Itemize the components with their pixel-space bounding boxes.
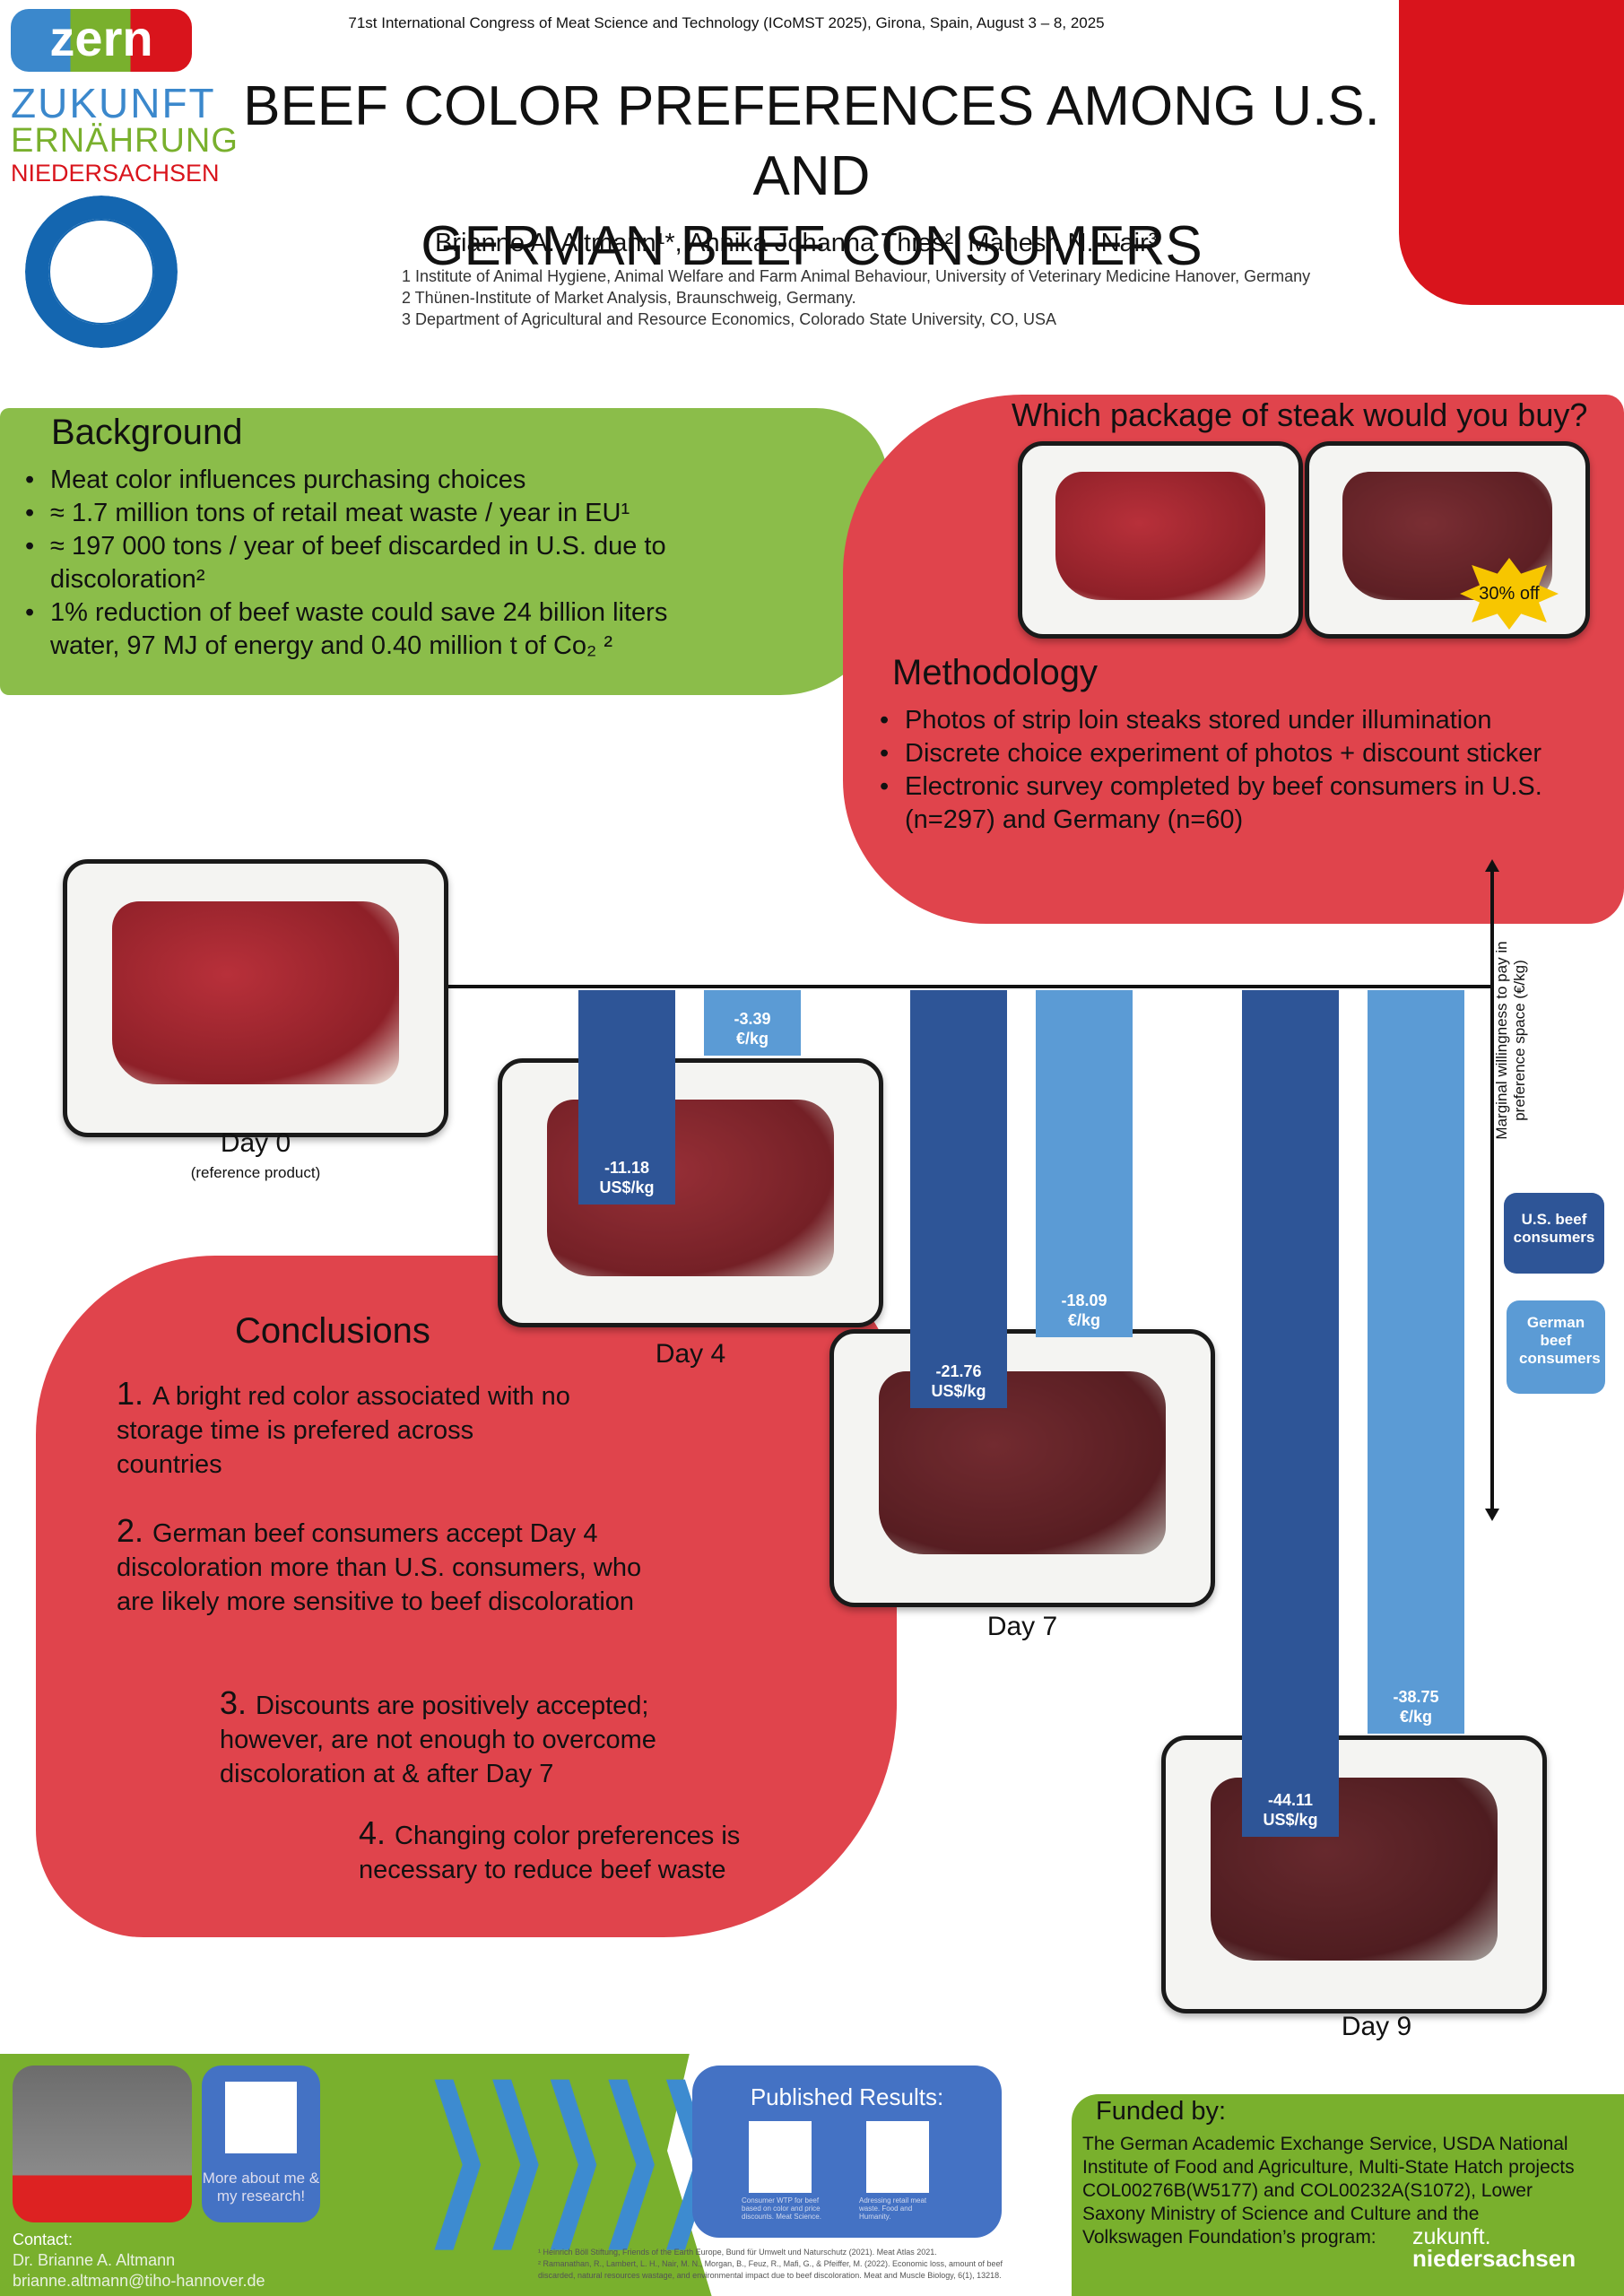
qr-code-paper-1[interactable]	[749, 2121, 812, 2193]
page-title: BEEF COLOR PREFERENCES AMONG U.S. AND GE…	[206, 72, 1417, 282]
bar-value-label: -38.75€/kg	[1393, 1688, 1439, 1726]
methodology-section: Methodology Photos of strip loin steaks …	[874, 653, 1592, 837]
authors: Brianne A. Altmann¹*, Annika Johanna Thi…	[435, 229, 1158, 257]
footer-green-right	[1072, 2094, 1624, 2296]
background-section: Background Meat color influences purchas…	[20, 413, 737, 663]
conclusion-1: 1. A bright red color associated with no…	[117, 1375, 570, 1480]
background-item: 1% reduction of beef waste could save 24…	[20, 596, 737, 663]
background-item: ≈ 197 000 tons / year of beef discarded …	[20, 530, 737, 596]
legend-us: U.S. beef consumers	[1504, 1193, 1604, 1274]
affiliations: 1 Institute of Animal Hygiene, Animal We…	[402, 265, 1310, 330]
question-heading: Which package of steak would you buy?	[1012, 396, 1588, 433]
bar-us-day-4	[578, 990, 675, 1205]
logo-zukunft: zukunft.	[1412, 2224, 1491, 2249]
background-item: Meat color influences purchasing choices	[20, 464, 737, 497]
conclusion-4: 4. Changing color preferences is necessa…	[359, 1814, 741, 1885]
steak-photo-option-a	[1018, 441, 1303, 639]
steak-photo-day-0	[63, 859, 448, 1137]
day-7-label: Day 7	[986, 1612, 1058, 1641]
contact-email[interactable]: brianne.altmann@tiho-hannover.de	[13, 2272, 265, 2290]
author-photo	[13, 2066, 192, 2222]
steak-photo-day-9	[1161, 1735, 1547, 2013]
affiliation-1: 1 Institute of Animal Hygiene, Animal We…	[402, 267, 1311, 285]
bar-de-day-7	[1036, 990, 1133, 1338]
zern-logo: zern	[11, 9, 192, 72]
methodology-item: Discrete choice experiment of photos + d…	[874, 737, 1592, 770]
published-results-card: Published Results: Consumer WTP for beef…	[692, 2066, 1002, 2238]
bar-us-day-7	[910, 990, 1007, 1408]
methodology-item: Photos of strip loin steaks stored under…	[874, 704, 1592, 737]
funded-heading: Funded by:	[1096, 2097, 1227, 2126]
day-9-label: Day 9	[1341, 2012, 1412, 2041]
bar-de-day-9	[1368, 990, 1464, 1735]
affiliation-2: 2 Thünen-Institute of Market Analysis, B…	[402, 289, 856, 307]
conclusion-text: A bright red color associated with no st…	[117, 1382, 570, 1479]
qr-caption-2: Adressing retail meat waste. Food and Hu…	[859, 2196, 927, 2221]
zukunft-niedersachsen-logo: zukunft. niedersachsen	[1412, 2224, 1576, 2272]
conclusion-text: German beef consumers accept Day 4 disco…	[117, 1519, 642, 1616]
day-4-label: Day 4	[655, 1339, 726, 1369]
background-item: ≈ 1.7 million tons of retail meat waste …	[20, 497, 737, 530]
published-heading: Published Results:	[750, 2083, 944, 2110]
methodology-heading: Methodology	[892, 653, 1099, 692]
logo-niedersachsen: niedersachsen	[1412, 2245, 1576, 2272]
qr-code-profile[interactable]	[225, 2082, 297, 2153]
contact-label: Contact:	[13, 2231, 74, 2248]
contact-name: Dr. Brianne A. Altmann	[13, 2251, 176, 2269]
conclusion-3: 3. Discounts are positively accepted; ho…	[220, 1684, 656, 1789]
day-0-label: Day 0	[220, 1128, 291, 1158]
steak-photo-day-4	[498, 1058, 883, 1327]
bar-us-day-9	[1242, 990, 1339, 1837]
y-axis-arrow-up-icon	[1485, 859, 1499, 872]
footnote-1: ¹ Heinrich Böll Stiftung, Friends of the…	[538, 2248, 937, 2257]
more-about-card[interactable]: More about me & my research!	[202, 2066, 320, 2222]
chevrons-icon: ❯❯❯❯❯	[421, 2056, 725, 2246]
funded-text: The German Academic Exchange Service, US…	[1082, 2134, 1575, 2248]
bar-value-label: -3.39€/kg	[734, 1009, 771, 1048]
y-axis-arrow-down-icon	[1485, 1509, 1499, 1521]
y-axis-line	[1490, 870, 1494, 1511]
steak-photo-day-7	[829, 1329, 1215, 1607]
methodology-item: Electronic survey completed by beef cons…	[874, 770, 1592, 837]
background-heading: Background	[51, 413, 243, 452]
zukunft-logo-text: ZUKUNFT	[11, 80, 216, 126]
title-line-2: GERMAN BEEF CONSUMERS	[421, 215, 1203, 277]
ernaehrung-logo-text: ERNÄHRUNG	[11, 122, 239, 160]
steak-photo-option-b	[1305, 441, 1590, 639]
qr-caption-1: Consumer WTP for beef based on color and…	[742, 2196, 821, 2221]
discount-sticker: 30% off	[1460, 558, 1559, 630]
conclusion-text: Discounts are positively accepted; howev…	[220, 1692, 656, 1788]
conclusions-red-blob	[36, 1256, 897, 1937]
bar-de-day-4	[704, 990, 801, 1056]
qr-code-paper-2[interactable]	[866, 2121, 929, 2193]
niedersachsen-logo-text: NIEDERSACHSEN	[11, 160, 220, 187]
conclusion-text: Changing color preferences is necessary …	[359, 1822, 741, 1884]
tiho-seal-logo	[22, 193, 180, 351]
affiliation-3: 3 Department of Agricultural and Resourc…	[402, 310, 1056, 328]
red-corner-shape	[1399, 0, 1624, 305]
legend-de: German beef consumers	[1507, 1300, 1605, 1394]
conclusions-heading: Conclusions	[235, 1311, 430, 1351]
reference-line	[444, 985, 1491, 988]
title-line-1: BEEF COLOR PREFERENCES AMONG U.S. AND	[243, 75, 1380, 207]
more-about-text: More about me & my research!	[202, 2170, 320, 2205]
conference-line: 71st International Congress of Meat Scie…	[348, 14, 1105, 31]
bar-value-label: -18.09€/kg	[1061, 1292, 1107, 1330]
day-0-sublabel: (reference product)	[190, 1164, 321, 1181]
conclusion-2: 2. German beef consumers accept Day 4 di…	[117, 1512, 642, 1617]
footnote-2: ² Ramanathan, R., Lambert, L. H., Nair, …	[538, 2259, 1003, 2280]
footnotes: ¹ Heinrich Böll Stiftung, Friends of the…	[538, 2247, 1040, 2282]
y-axis-label: Marginal willingness to pay in preferenc…	[1493, 941, 1528, 1140]
